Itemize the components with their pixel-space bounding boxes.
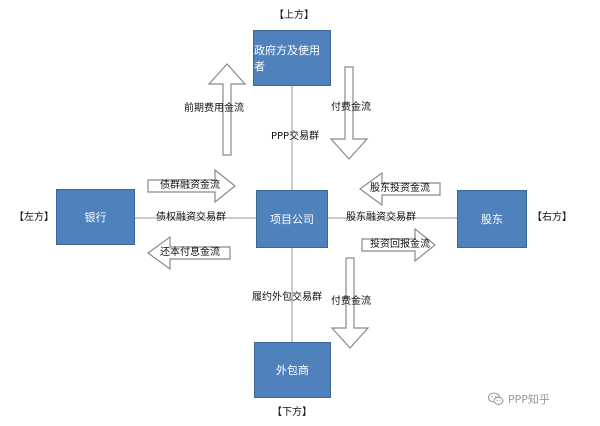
node-bank-label: 银行 — [84, 211, 107, 224]
node-contractor: 外包商 — [254, 342, 331, 398]
flow-repayment-label: 还本付息金流 — [160, 247, 220, 258]
watermark: PPP知乎 — [488, 391, 550, 407]
node-shareholder: 股东 — [457, 190, 527, 248]
up-arrow — [207, 63, 247, 156]
node-project-label: 项目公司 — [270, 213, 314, 226]
wechat-icon — [488, 392, 504, 405]
flow-payment-bottom-label: 付费金流 — [331, 296, 371, 307]
node-shareholder-label: 股东 — [481, 213, 503, 226]
watermark-text: PPP知乎 — [508, 393, 550, 406]
position-top-label: 【上方】 — [274, 10, 314, 21]
node-government-label: 政府方及使用者 — [254, 44, 320, 73]
flow-upfront-cost-label: 前期费用金流 — [184, 103, 244, 114]
left-arrow-repayment — [146, 235, 231, 271]
group-debt-label: 债权融资交易群 — [156, 212, 226, 223]
flow-investment-return-label: 投资回报金流 — [370, 239, 430, 250]
flow-debt-financing-label: 债群融资金流 — [160, 180, 220, 191]
right-arrow-return — [361, 227, 436, 263]
group-equity-label: 股东融资交易群 — [346, 212, 416, 223]
node-government: 政府方及使用者 — [253, 30, 331, 86]
left-arrow-equity — [358, 171, 441, 207]
down-arrow-top — [329, 66, 369, 160]
position-left-label: 【左方】 — [14, 212, 54, 223]
down-arrow-bottom — [330, 257, 370, 349]
node-project: 项目公司 — [256, 190, 328, 248]
node-contractor-label: 外包商 — [276, 364, 309, 377]
group-ppp-label: PPP交易群 — [271, 131, 320, 142]
group-outsource-label: 履约外包交易群 — [252, 292, 322, 303]
flow-equity-investment-label: 股东投资金流 — [370, 183, 430, 194]
flow-payment-top-label: 付费金流 — [331, 102, 371, 113]
node-bank: 银行 — [56, 189, 135, 245]
right-arrow-debt — [147, 168, 236, 204]
position-right-label: 【右方】 — [532, 212, 572, 223]
position-bottom-label: 【下方】 — [272, 407, 312, 418]
